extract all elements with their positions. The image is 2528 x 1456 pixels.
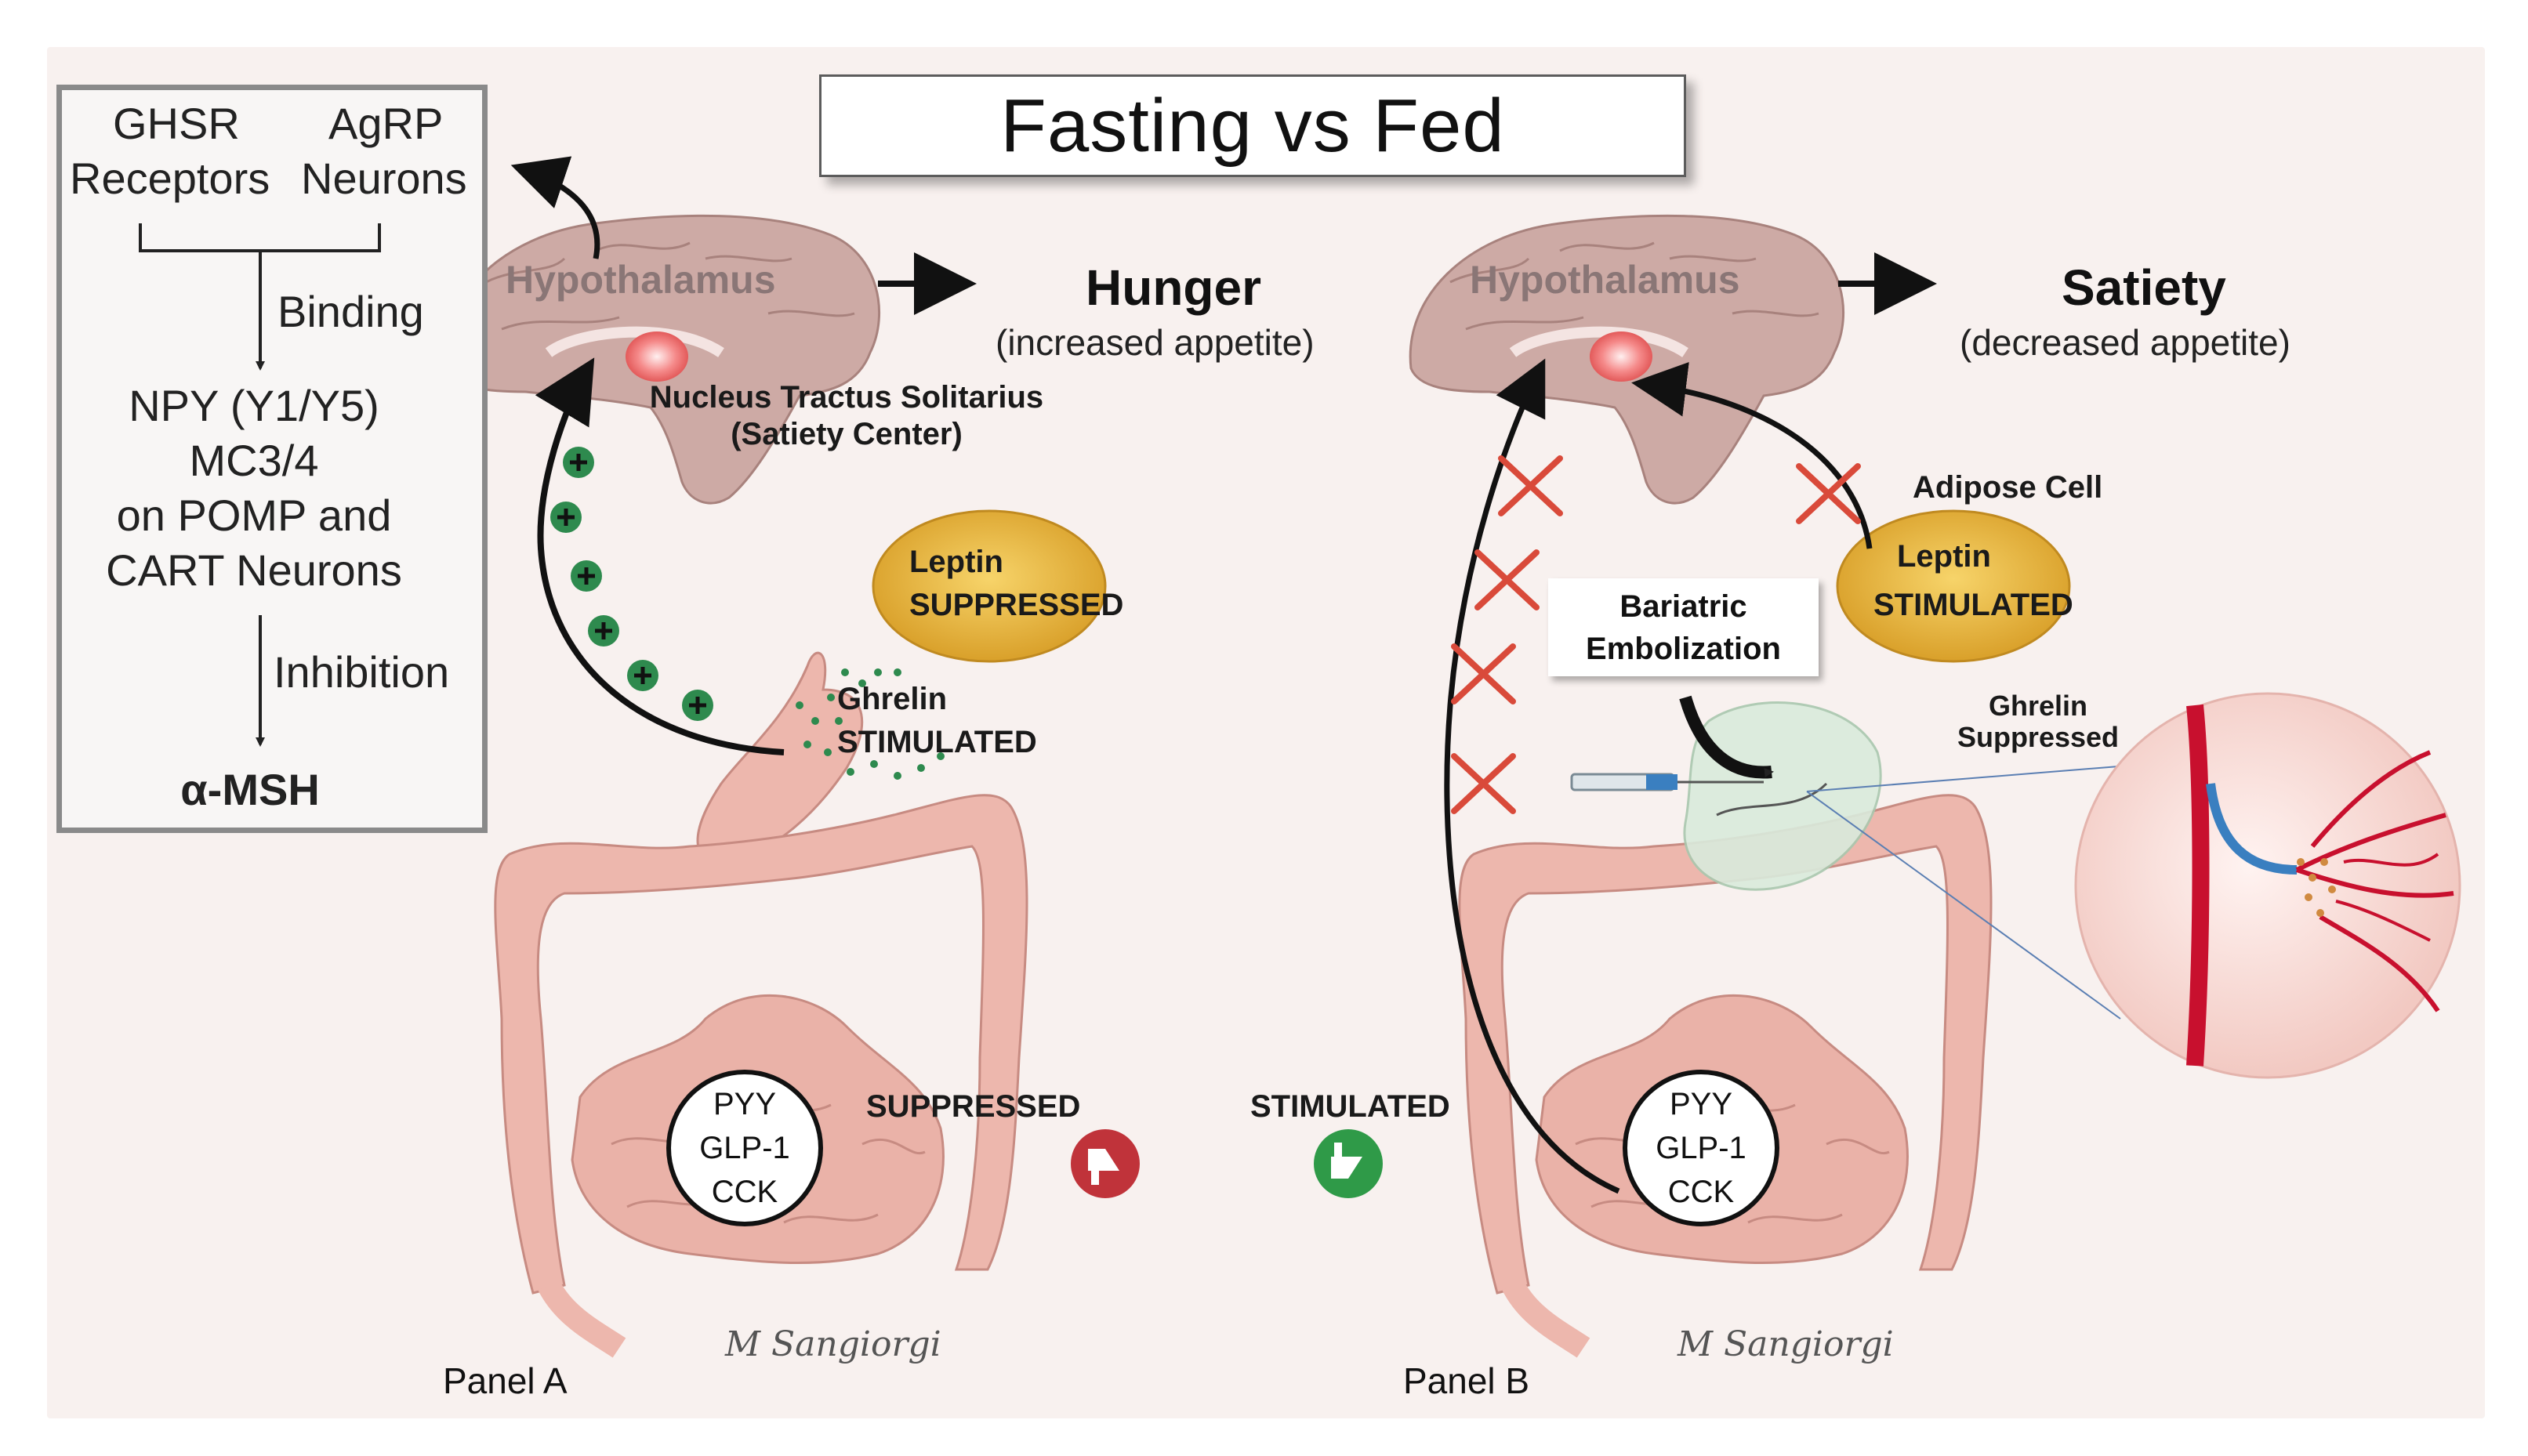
nts-label-line2: (Satiety Center)	[731, 417, 963, 451]
target-line-4: CART Neurons	[106, 545, 402, 595]
panel-a-label: Panel A	[443, 1360, 568, 1401]
receptors-label: Receptors	[70, 154, 270, 203]
ghrelin-label-b: Ghrelin	[1988, 690, 2088, 722]
hypothalamus-to-box-arrow	[510, 156, 600, 259]
vessel-inset	[2074, 692, 2461, 1079]
ghrelin-dots	[796, 668, 945, 780]
ghrelin-signal-arrow	[535, 357, 785, 755]
ghrelin-status-b: Suppressed	[1957, 721, 2120, 753]
hormone-pyy-a: PYY	[713, 1087, 777, 1121]
target-line-1: NPY (Y1/Y5)	[129, 381, 379, 430]
binding-label: Binding	[277, 287, 424, 336]
leptin-label-a: Leptin	[909, 545, 1003, 579]
gut-hormones-circle-b: PYY GLP-1 CCK	[1623, 1070, 1779, 1226]
hypothalamus-label-a: Hypothalamus	[506, 258, 776, 302]
panel-b-label: Panel B	[1403, 1360, 1530, 1401]
thumbs-down-icon	[1071, 1129, 1140, 1198]
leptin-status-a: SUPPRESSED	[909, 588, 1124, 622]
brain-b	[1409, 214, 1844, 505]
diagram-title-box: Fasting vs Fed	[819, 74, 1686, 177]
adipose-cell-label: Adipose Cell	[1913, 470, 2103, 505]
leptin-status-b: STIMULATED	[1873, 588, 2073, 622]
hormone-cck-b: CCK	[1667, 1175, 1735, 1209]
leptin-cell-a	[872, 509, 1107, 663]
bariatric-embolization-box: Bariatric Embolization	[1548, 578, 1819, 676]
leptin-label-b: Leptin	[1897, 539, 1991, 574]
nts-label-line1: Nucleus Tractus Solitarius	[649, 380, 1044, 415]
digestive-tract-b	[1458, 701, 1993, 1358]
brain-a	[444, 214, 880, 505]
satiety-subtitle: (decreased appetite)	[1960, 322, 2290, 363]
thumbs-up-icon	[1314, 1129, 1383, 1198]
alpha-msh-label: α-MSH	[180, 765, 320, 814]
hypothalamus-label-b: Hypothalamus	[1470, 258, 1740, 302]
hormone-pyy-b: PYY	[1669, 1087, 1733, 1121]
embolization-arrow	[1679, 695, 1774, 779]
catheter-icon	[1570, 773, 1764, 791]
mechanism-box: GHSR Receptors AgRP Neurons Binding NPY …	[56, 85, 488, 833]
ghrelin-label-a: Ghrelin	[837, 682, 948, 716]
leptin-signal-arrow	[1631, 362, 1873, 549]
ghsr-label: GHSR	[113, 99, 240, 148]
gut-hormone-signal-arrow	[1444, 358, 1620, 1194]
agrp-label: AgRP	[328, 99, 444, 148]
gut-hormones-circle-a: PYY GLP-1 CCK	[666, 1070, 823, 1226]
gut-status-b: STIMULATED	[1250, 1089, 1450, 1124]
stimulation-plus-icons	[550, 447, 713, 721]
hormone-cck-a: CCK	[711, 1175, 778, 1209]
procedure-line2: Embolization	[1586, 631, 1781, 666]
hormone-glp1-b: GLP-1	[1656, 1131, 1746, 1165]
hunger-subtitle: (increased appetite)	[996, 322, 1315, 363]
signature-b: M Sangiorgi	[1677, 1324, 1894, 1364]
hormone-glp1-a: GLP-1	[699, 1131, 790, 1165]
zoom-connector	[1806, 763, 2149, 1020]
leptin-cell-b	[1836, 509, 2071, 663]
target-line-2: MC3/4	[189, 436, 319, 485]
target-line-3: on POMP and	[116, 491, 392, 540]
neurons-label: Neurons	[301, 154, 467, 203]
mechanism-connectors	[139, 223, 381, 747]
ghrelin-status-a: STIMULATED	[837, 725, 1037, 759]
diagram-title: Fasting vs Fed	[1000, 83, 1505, 168]
inhibition-label: Inhibition	[274, 647, 450, 697]
gut-status-a: SUPPRESSED	[866, 1089, 1081, 1124]
hunger-title: Hunger	[1086, 259, 1261, 316]
satiety-title: Satiety	[2062, 259, 2226, 316]
signature-a: M Sangiorgi	[725, 1324, 941, 1364]
block-x-marks	[1451, 455, 1861, 814]
procedure-line1: Bariatric	[1619, 589, 1747, 624]
